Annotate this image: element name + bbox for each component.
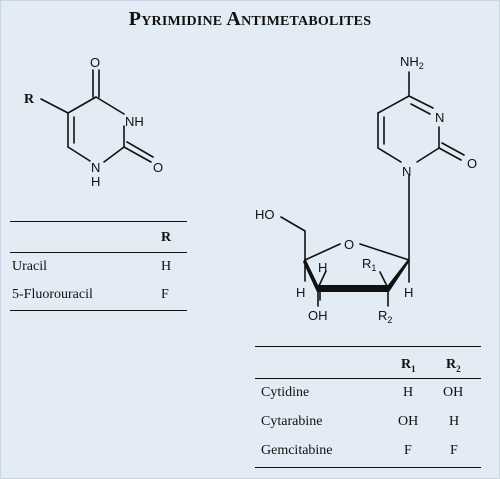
cyto-o-ring-label: O (344, 237, 354, 252)
nucleoside-table-row-r1: F (404, 443, 412, 458)
nucleoside-table-row-name: Cytidine (261, 385, 310, 400)
cyto-n-ring-label: N (435, 110, 444, 125)
cyto-h-c3-label: H (296, 285, 305, 300)
nucleoside-table: R1 R2 Cytidine H OH Cytarabine OH H Gemc… (255, 346, 481, 468)
nucleoside-table-row-r2: OH (443, 385, 464, 400)
cyto-h-c2-label: H (404, 285, 413, 300)
uracil-nh-label: NH (125, 114, 144, 129)
nucleoside-table-mid-rule (255, 378, 481, 379)
cyto-r1-label: R1 (362, 256, 376, 273)
uracil-table: R Uracil H 5-Fluorouracil F (10, 221, 187, 311)
nucleoside-table-row-r1: OH (398, 414, 419, 429)
uracil-table-row-r: H (161, 259, 172, 274)
nucleoside-table-bottom-rule (255, 467, 481, 468)
cyto-oh-label: OH (308, 308, 328, 323)
cyto-r2-label: R2 (378, 308, 392, 325)
uracil-h-label: H (91, 174, 100, 189)
nucleoside-table-row-r2: H (449, 414, 460, 429)
uracil-table-top-rule (10, 221, 187, 222)
cyto-o-carbonyl-label: O (467, 156, 477, 171)
uracil-o-top-label: O (90, 55, 100, 70)
uracil-table-header-r: R (161, 230, 172, 245)
uracil-table-mid-rule (10, 252, 187, 253)
uracil-table-row-name: Uracil (12, 259, 47, 274)
nucleoside-table-header-r2: R2 (446, 357, 461, 374)
nucleoside-table-row-r1: H (403, 385, 414, 400)
nucleoside-table-row-r2: F (450, 443, 458, 458)
nucleoside-table-row-name: Gemcitabine (261, 443, 333, 458)
cyto-h-c4-label: H (318, 260, 327, 275)
uracil-n-label: N (91, 160, 100, 175)
nucleoside-table-top-rule (255, 346, 481, 347)
cyto-n-glycosidic-label: N (402, 164, 411, 179)
cyto-ho-label: HO (255, 207, 275, 222)
nucleoside-table-row-name: Cytarabine (261, 414, 323, 429)
nucleoside-table-header-r1: R1 (401, 357, 416, 374)
uracil-table-row-r: F (161, 287, 169, 302)
uracil-r-label: R (24, 92, 35, 107)
uracil-table-row-name: 5-Fluorouracil (12, 287, 93, 302)
cyto-nh2-label: NH2 (400, 54, 424, 71)
uracil-o-right-label: O (153, 160, 163, 175)
uracil-table-bottom-rule (10, 310, 187, 311)
figure-title: Pyrimidine Antimetabolites (128, 8, 372, 30)
